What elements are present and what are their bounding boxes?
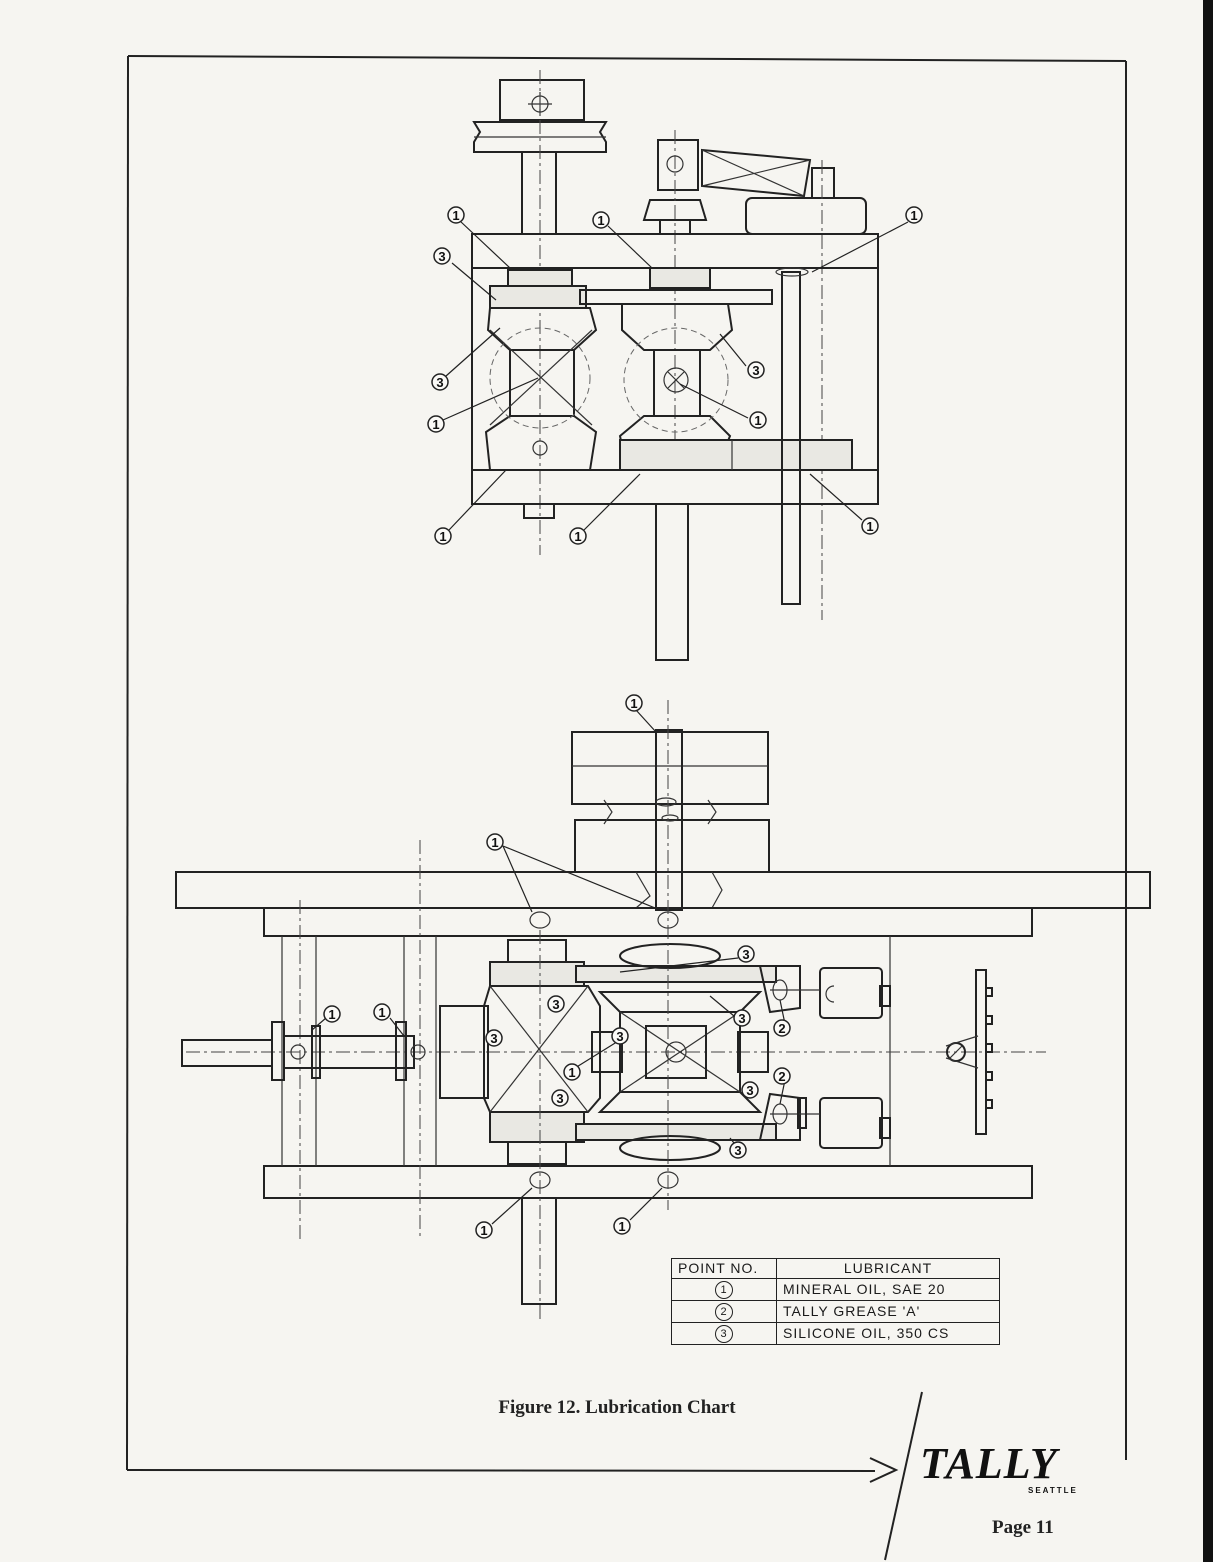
callout-label: 3 (752, 363, 759, 378)
point-no-header: POINT NO. (672, 1259, 777, 1279)
brand-logo: TALLY (920, 1438, 1058, 1489)
lubricant-table-header-row: POINT NO. LUBRICANT (672, 1259, 1000, 1279)
callout-label: 3 (616, 1029, 623, 1044)
callout-label: 1 (754, 413, 761, 428)
figure-caption: Figure 12. Lubrication Chart (300, 1397, 934, 1419)
callout-marker: 3 (730, 1142, 746, 1158)
callout-marker: 3 (734, 1010, 750, 1026)
callout-label: 1 (432, 417, 439, 432)
callout-marker: 1 (593, 212, 609, 228)
callout-marker: 1 (428, 416, 444, 432)
callout-marker: 3 (748, 362, 764, 378)
callout-marker: 1 (374, 1004, 390, 1020)
callout-label: 1 (910, 208, 917, 223)
callout-marker: 2 (774, 1068, 790, 1084)
callout-marker: 2 (774, 1020, 790, 1036)
callout-label: 1 (439, 529, 446, 544)
lubricant-table: POINT NO. LUBRICANT 1 MINERAL OIL, SAE 2… (671, 1258, 1000, 1345)
callout-label: 1 (491, 835, 498, 850)
lubricant-name: MINERAL OIL, SAE 20 (777, 1279, 1000, 1301)
callout-marker: 3 (434, 248, 450, 264)
point-number: 3 (715, 1325, 733, 1343)
point-number: 2 (715, 1303, 733, 1321)
callout-marker: 1 (435, 528, 451, 544)
callout-marker: 3 (612, 1028, 628, 1044)
callout-label: 1 (378, 1005, 385, 1020)
callout-marker: 3 (548, 996, 564, 1012)
lubricant-header: LUBRICANT (777, 1259, 1000, 1279)
callout-label: 1 (568, 1065, 575, 1080)
callout-marker: 1 (448, 207, 464, 223)
callout-label: 2 (778, 1069, 785, 1084)
callout-marker: 1 (862, 518, 878, 534)
callout-marker: 1 (487, 834, 503, 850)
callout-label: 3 (746, 1083, 753, 1098)
callout-label: 3 (438, 249, 445, 264)
callout-marker: 1 (750, 412, 766, 428)
callout-label: 1 (618, 1219, 625, 1234)
table-row: 3 SILICONE OIL, 350 CS (672, 1323, 1000, 1345)
callout-label: 3 (738, 1011, 745, 1026)
brand-location: SEATTLE (1028, 1486, 1078, 1495)
callout-marker: 3 (432, 374, 448, 390)
callout-label: 1 (630, 696, 637, 711)
callout-marker: 3 (742, 1082, 758, 1098)
front-elevation-view (472, 70, 878, 660)
callout-label: 3 (490, 1031, 497, 1046)
plan-view (176, 700, 1150, 1320)
callout-label: 1 (597, 213, 604, 228)
callout-label: 3 (742, 947, 749, 962)
callout-marker: 3 (486, 1030, 502, 1046)
callout-marker: 1 (324, 1006, 340, 1022)
callout-label: 1 (574, 529, 581, 544)
callout-marker: 1 (564, 1064, 580, 1080)
callout-marker: 1 (476, 1222, 492, 1238)
callout-marker: 1 (906, 207, 922, 223)
callout-marker: 3 (738, 946, 754, 962)
callout-label: 3 (734, 1143, 741, 1158)
table-row: 2 TALLY GREASE 'A' (672, 1301, 1000, 1323)
callout-label: 1 (866, 519, 873, 534)
lubricant-name: SILICONE OIL, 350 CS (777, 1323, 1000, 1345)
point-number: 1 (715, 1281, 733, 1299)
callout-label: 1 (452, 208, 459, 223)
page-number: Page 11 (992, 1517, 1054, 1539)
callouts (312, 221, 908, 1224)
callout-label: 1 (480, 1223, 487, 1238)
callout-label: 3 (436, 375, 443, 390)
callout-label: 1 (328, 1007, 335, 1022)
callout-marker: 1 (614, 1218, 630, 1234)
callout-label: 3 (556, 1091, 563, 1106)
callout-marker: 3 (552, 1090, 568, 1106)
callout-marker: 1 (626, 695, 642, 711)
lubricant-name: TALLY GREASE 'A' (777, 1301, 1000, 1323)
callout-label: 3 (552, 997, 559, 1012)
callout-label: 2 (778, 1021, 785, 1036)
callout-marker: 1 (570, 528, 586, 544)
table-row: 1 MINERAL OIL, SAE 20 (672, 1279, 1000, 1301)
